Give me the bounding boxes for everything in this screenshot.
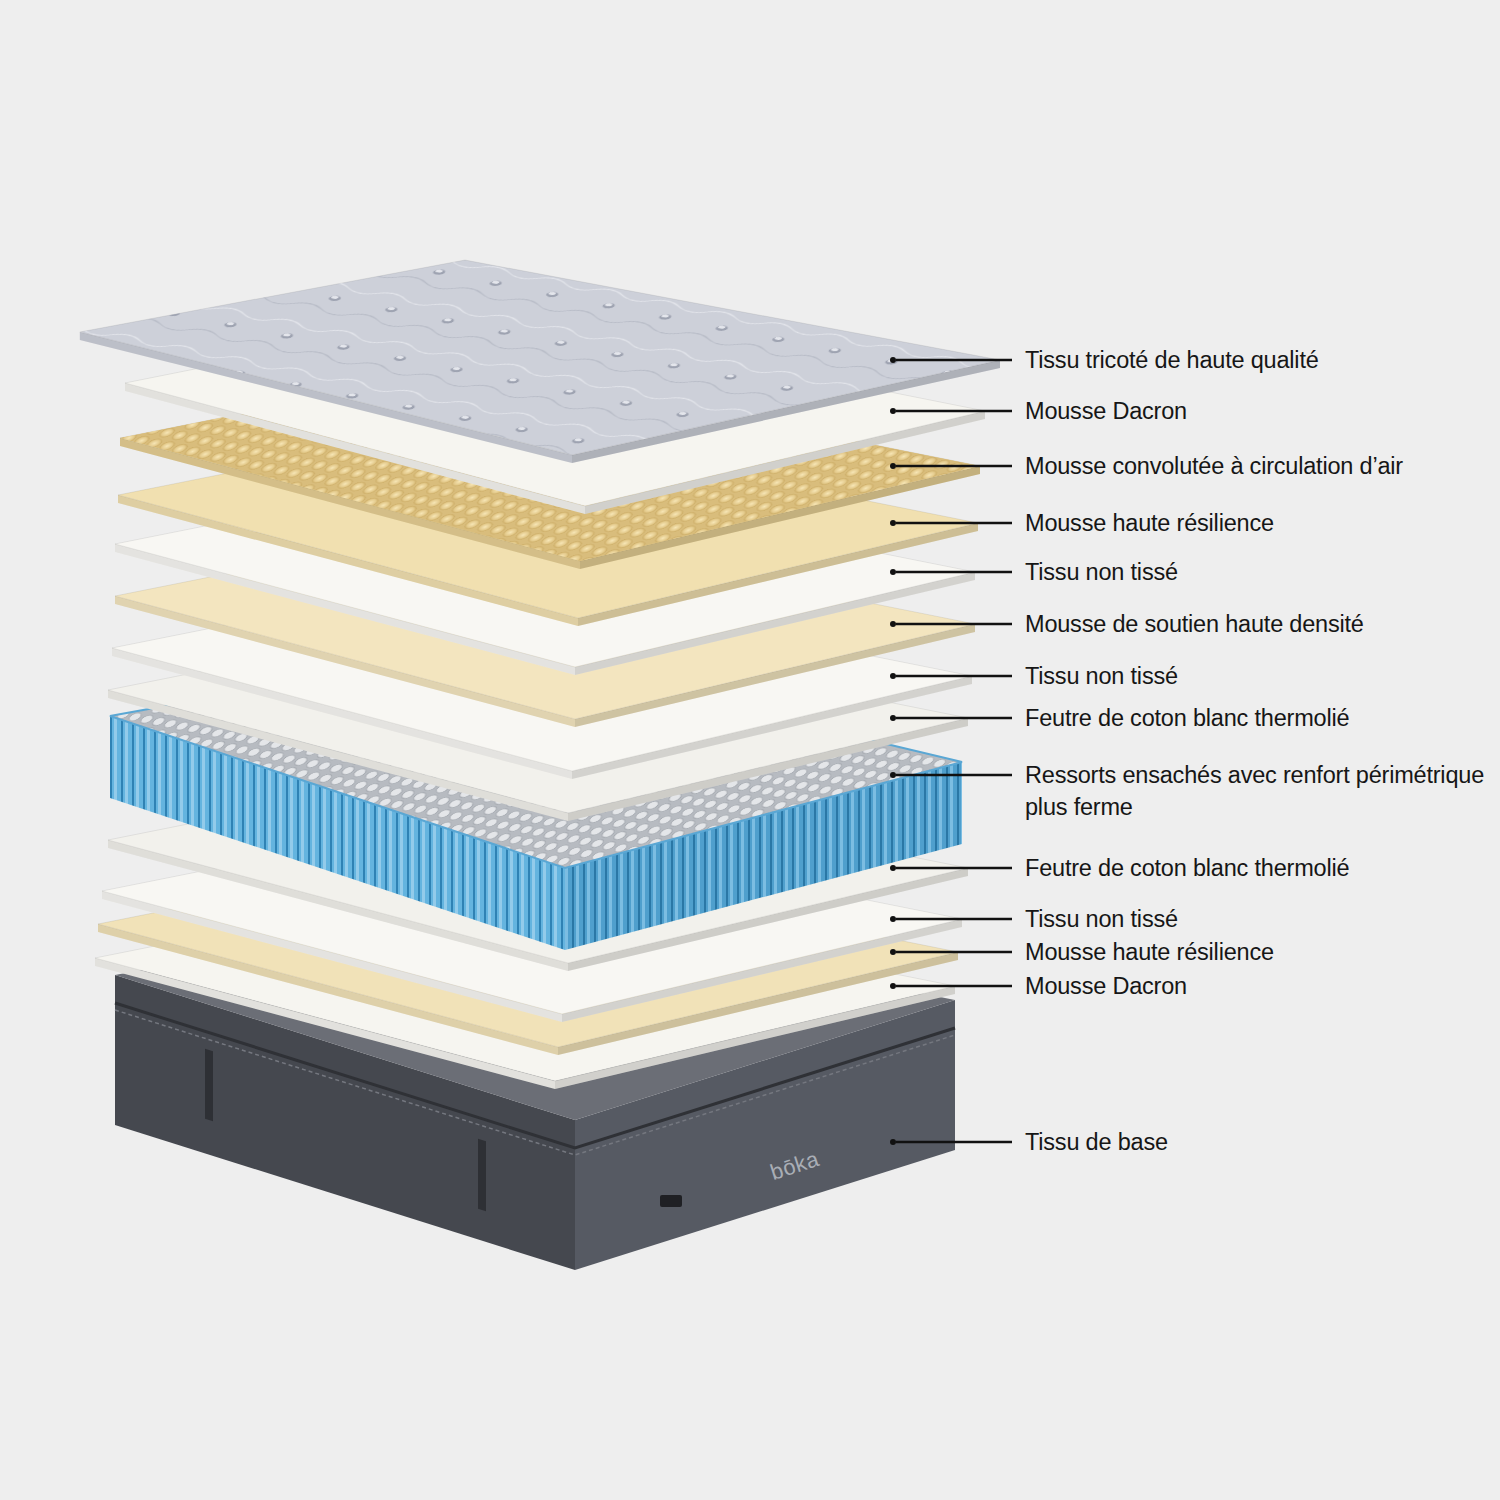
layer-label: Tissu non tissé: [1025, 556, 1495, 588]
layer-label: Mousse Dacron: [1025, 970, 1495, 1002]
layer-knit-cover: [80, 260, 1000, 463]
layer-label: Feutre de coton blanc thermolié: [1025, 702, 1495, 734]
layer-label: Tissu non tissé: [1025, 903, 1495, 935]
layer-label: Mousse convolutée à circulation d’air: [1025, 450, 1495, 482]
layer-label: Mousse Dacron: [1025, 395, 1495, 427]
layer-label: Ressorts ensachés avec renfort périmétri…: [1025, 759, 1495, 823]
layer-label: Tissu non tissé: [1025, 660, 1495, 692]
leader-lines: [890, 357, 1012, 1145]
layer-label: Tissu tricoté de haute qualité: [1025, 344, 1495, 376]
layer-label: Tissu de base: [1025, 1126, 1495, 1158]
layer-label: Mousse haute résilience: [1025, 936, 1495, 968]
layer-label: Mousse de soutien haute densité: [1025, 608, 1495, 640]
layer-label: Mousse haute résilience: [1025, 507, 1495, 539]
layer-label: Feutre de coton blanc thermolié: [1025, 852, 1495, 884]
